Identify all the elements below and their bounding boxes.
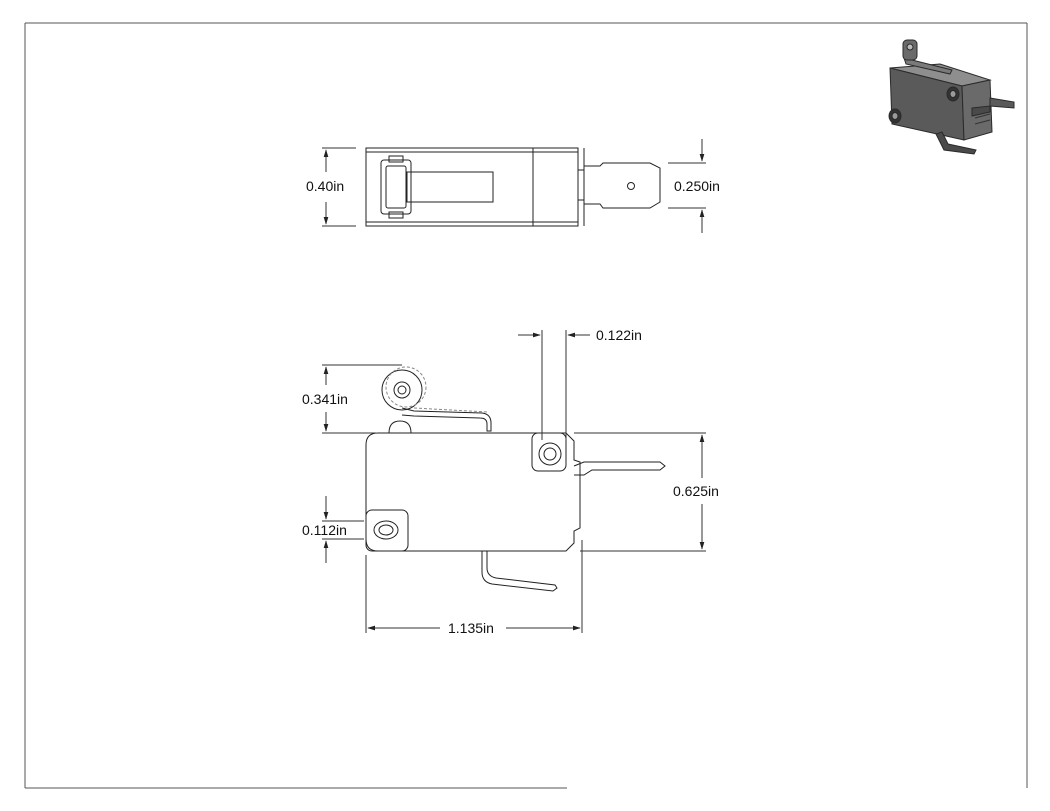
top-view [365, 147, 661, 227]
dim-terminal-width [668, 139, 706, 233]
dim-label-terminal-width: 0.250in [674, 178, 720, 194]
dim-label-hole-spacing: 0.122in [596, 327, 642, 343]
dim-label-body-height: 0.40in [306, 178, 344, 194]
dim-body-height [322, 147, 356, 227]
dim-label-mount-hole-offset: 0.112in [302, 522, 347, 538]
dim-hole-spacing [518, 330, 590, 440]
dim-label-body-length: 1.135in [448, 620, 494, 636]
dim-label-body-depth: 0.625in [673, 483, 719, 499]
dim-body-depth [574, 432, 706, 552]
dim-roller-height [322, 364, 402, 434]
dim-body-length [365, 540, 583, 633]
sheet-border [24, 22, 1028, 789]
dim-mount-hole-offset [322, 496, 364, 563]
dim-label-roller-height: 0.341in [302, 391, 348, 407]
isometric-preview [888, 39, 1015, 155]
front-view [365, 366, 666, 592]
